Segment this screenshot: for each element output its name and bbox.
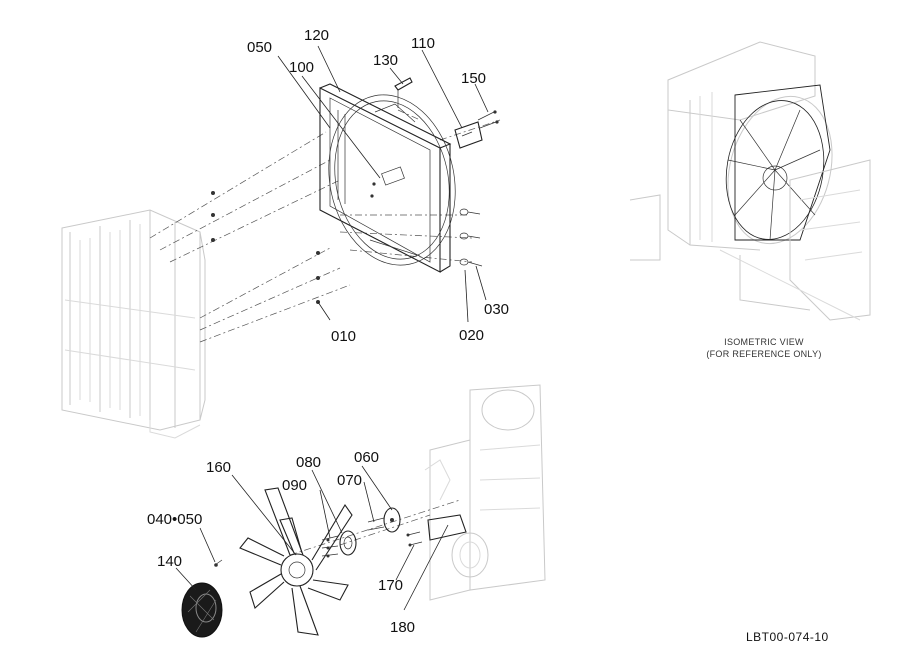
lower-alignment-lines xyxy=(289,499,461,556)
isometric-reference-view xyxy=(629,41,871,321)
callout-120: 120 xyxy=(304,27,329,44)
callout-080: 080 xyxy=(296,454,321,471)
cooling-fan xyxy=(239,487,353,636)
callout-150: 150 xyxy=(461,70,486,87)
engine-reference-drawing xyxy=(424,384,546,601)
bracket-130 xyxy=(394,77,413,108)
bracket-170-180 xyxy=(406,514,467,547)
document-id: LBT00-074-10 xyxy=(746,630,829,644)
callout-090: 090 xyxy=(282,477,307,494)
shroud-washers xyxy=(459,208,483,267)
callout-labels: 050 120 100 130 110 150 030 020 010 160 … xyxy=(147,27,509,636)
callout-100: 100 xyxy=(289,59,314,76)
callout-160: 160 xyxy=(206,459,231,476)
fan-shroud xyxy=(319,83,456,273)
callout-050-top: 050 xyxy=(247,39,272,56)
callout-040-050: 040•050 xyxy=(147,511,202,528)
callout-130: 130 xyxy=(373,52,398,69)
callout-110: 110 xyxy=(411,35,435,52)
callout-070: 070 xyxy=(337,472,362,489)
iso-note-line1: ISOMETRIC VIEW xyxy=(724,337,804,347)
leader-lines xyxy=(175,45,489,611)
callout-060: 060 xyxy=(354,449,379,466)
isometric-note: ISOMETRIC VIEW (FOR REFERENCE ONLY) xyxy=(706,337,821,359)
bracket-110 xyxy=(454,110,499,149)
callout-010: 010 xyxy=(331,328,356,345)
callout-030: 030 xyxy=(484,301,509,318)
fan-drive-parts xyxy=(321,507,401,558)
callout-020: 020 xyxy=(459,327,484,344)
fan-clutch-140 xyxy=(181,559,223,638)
shroud-bolts xyxy=(211,191,320,304)
callout-140: 140 xyxy=(157,553,182,570)
callout-180: 180 xyxy=(390,619,415,636)
radiator-reference-drawing xyxy=(61,209,206,439)
callout-170: 170 xyxy=(378,577,403,594)
iso-note-line2: (FOR REFERENCE ONLY) xyxy=(706,349,821,359)
